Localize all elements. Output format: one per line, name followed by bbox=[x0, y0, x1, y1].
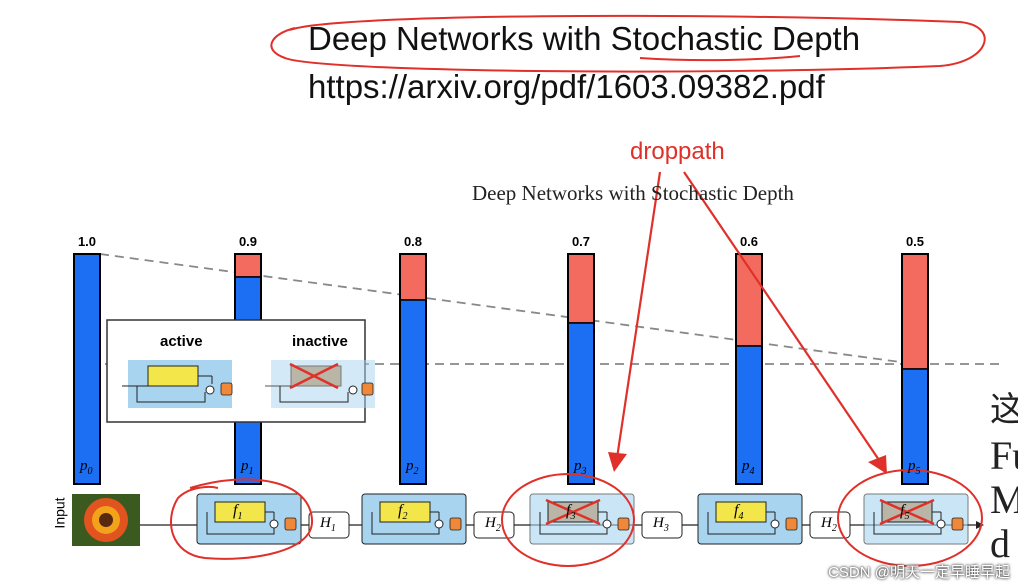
f1-highlight-circle bbox=[170, 478, 314, 560]
f3-highlight-circle bbox=[501, 473, 635, 567]
resblock-2 bbox=[361, 493, 467, 545]
legend-box bbox=[106, 319, 375, 423]
p-label-0: p0 bbox=[80, 458, 93, 477]
f-label-1: f1 bbox=[233, 502, 243, 523]
h-label-4: H2 bbox=[821, 515, 837, 534]
bar-outline-0 bbox=[73, 253, 101, 485]
side-text-4: d bbox=[990, 521, 1010, 566]
resblock-5 bbox=[863, 493, 969, 545]
f5-highlight-circle bbox=[837, 469, 983, 567]
paper-figure-title: Deep Networks with Stochastic Depth bbox=[472, 181, 794, 205]
bar-outline-4 bbox=[735, 253, 763, 485]
survival-prob-label-1: 0.9 bbox=[238, 234, 258, 249]
resblock-4 bbox=[697, 493, 803, 545]
side-text-2: Fu bbox=[990, 433, 1018, 478]
paper-url: https://arxiv.org/pdf/1603.09382.pdf bbox=[308, 68, 825, 105]
stochastic-underline bbox=[639, 55, 801, 62]
bar-dropped-segment-5 bbox=[901, 253, 929, 370]
f-label-5: f5 bbox=[900, 502, 910, 523]
input-image bbox=[72, 494, 140, 546]
legend-active-label: active bbox=[160, 333, 203, 350]
bar-outline-3 bbox=[567, 253, 595, 485]
h-label-3: H3 bbox=[653, 515, 669, 534]
p-label-5: p5 bbox=[908, 458, 921, 477]
survival-prob-label-3: 0.7 bbox=[571, 234, 591, 249]
h-label-1: H1 bbox=[320, 515, 336, 534]
survival-prob-label-4: 0.6 bbox=[739, 234, 759, 249]
survival-prob-label-5: 0.5 bbox=[905, 234, 925, 249]
f-label-2: f2 bbox=[398, 502, 408, 523]
p-label-1: p1 bbox=[241, 458, 254, 477]
h-box-3 bbox=[641, 511, 683, 539]
bar-survival-segment-4 bbox=[735, 345, 763, 485]
input-label: Input bbox=[51, 497, 68, 529]
bar-survival-segment-0 bbox=[73, 253, 101, 485]
side-text-3: M bbox=[990, 477, 1018, 522]
p-label-3: p3 bbox=[574, 458, 587, 477]
droppath-arrow-1 bbox=[615, 171, 662, 459]
legend-active-f bbox=[147, 365, 199, 387]
survival-prob-label-2: 0.8 bbox=[403, 234, 423, 249]
title-highlight-ellipse bbox=[270, 14, 986, 73]
bar-outline-2 bbox=[399, 253, 427, 485]
resblock-3 bbox=[529, 493, 635, 545]
csdn-watermark: CSDN @明天一定早睡早起 bbox=[828, 564, 1010, 581]
bar-dropped-segment-2 bbox=[399, 253, 427, 301]
f-label-4: f4 bbox=[734, 502, 744, 523]
survival-prob-label-0: 1.0 bbox=[77, 234, 97, 249]
h-box-1 bbox=[308, 511, 350, 539]
h-label-2: H2 bbox=[485, 515, 501, 534]
f-label-3: f3 bbox=[566, 502, 576, 523]
droppath-annotation: droppath bbox=[630, 138, 725, 165]
legend-inactive-label: inactive bbox=[292, 333, 348, 350]
p-label-2: p2 bbox=[406, 458, 419, 477]
side-text-1: 这 bbox=[990, 392, 1018, 429]
bar-outline-5 bbox=[901, 253, 929, 485]
resblock-1 bbox=[196, 493, 302, 545]
bar-dropped-segment-1 bbox=[234, 253, 262, 278]
p-label-4: p4 bbox=[742, 458, 755, 477]
video-title: Deep Networks with Stochastic Depth bbox=[308, 20, 861, 57]
bar-survival-segment-2 bbox=[399, 299, 427, 485]
droppath-arrow-2 bbox=[683, 171, 880, 461]
bar-dropped-segment-3 bbox=[567, 253, 595, 324]
